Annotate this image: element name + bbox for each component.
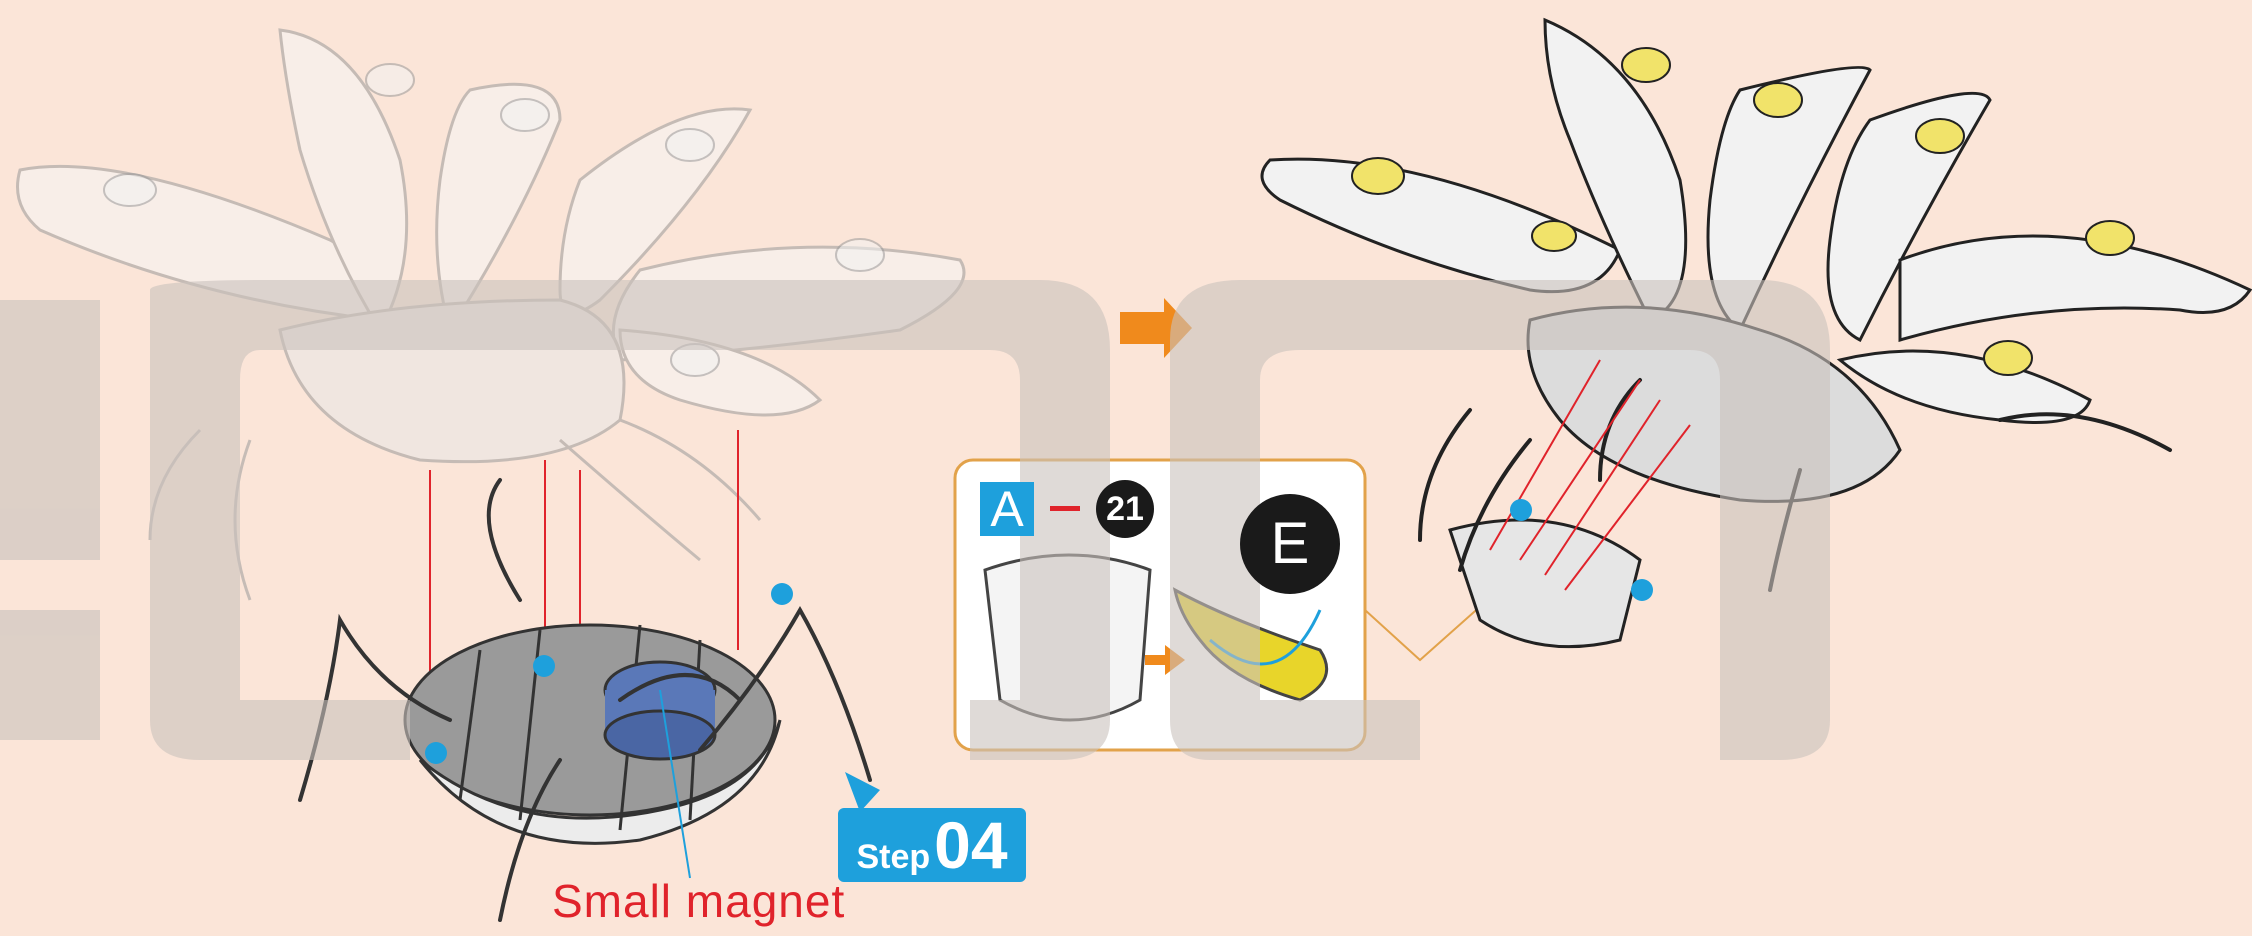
assembly-dots-left xyxy=(425,583,793,764)
part-number-badge: 21 xyxy=(1096,480,1154,538)
assembly-dot-icon xyxy=(533,655,555,677)
assembly-dot-icon xyxy=(771,583,793,605)
step-number: 04 xyxy=(934,808,1008,882)
assembly-dot-icon xyxy=(425,742,447,764)
watermark xyxy=(0,280,1830,760)
sheet-letter: A xyxy=(980,482,1034,536)
small-magnet-label: Small magnet xyxy=(552,875,846,927)
step-badge-tail xyxy=(845,772,880,812)
assembly-dot-icon xyxy=(1631,579,1653,601)
guide-lines-right xyxy=(1489,359,1691,591)
assembly-dots-right xyxy=(1510,499,1653,601)
wing-knobs-right xyxy=(1351,47,2135,376)
magnet-leader-line xyxy=(659,689,691,879)
step-word: Step xyxy=(856,838,931,876)
panel-dash xyxy=(1050,506,1080,511)
assembly-dot-icon xyxy=(1510,499,1532,521)
callout-letter-badge: E xyxy=(1240,494,1340,594)
wing-knobs-ghost xyxy=(103,63,885,377)
step-badge: Step 04 xyxy=(838,808,1026,882)
lower-body xyxy=(403,623,782,845)
